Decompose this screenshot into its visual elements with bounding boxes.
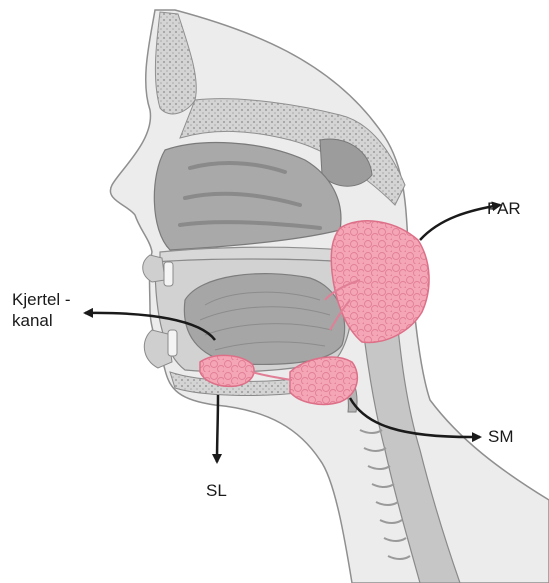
upper-tooth bbox=[164, 262, 173, 286]
label-gland-duct-line2: kanal bbox=[12, 310, 71, 331]
tongue bbox=[184, 274, 344, 365]
label-parotid: PAR bbox=[487, 198, 521, 219]
label-gland-duct: Kjertel - kanal bbox=[12, 289, 71, 331]
sl-arrow bbox=[217, 395, 218, 462]
label-sublingual: SL bbox=[206, 480, 227, 501]
sublingual-gland bbox=[200, 355, 254, 386]
label-submandibular: SM bbox=[488, 426, 514, 447]
upper-lip bbox=[143, 255, 165, 282]
submandibular-gland bbox=[290, 357, 357, 404]
lower-tooth bbox=[168, 330, 177, 356]
label-gland-duct-line1: Kjertel - bbox=[12, 289, 71, 310]
